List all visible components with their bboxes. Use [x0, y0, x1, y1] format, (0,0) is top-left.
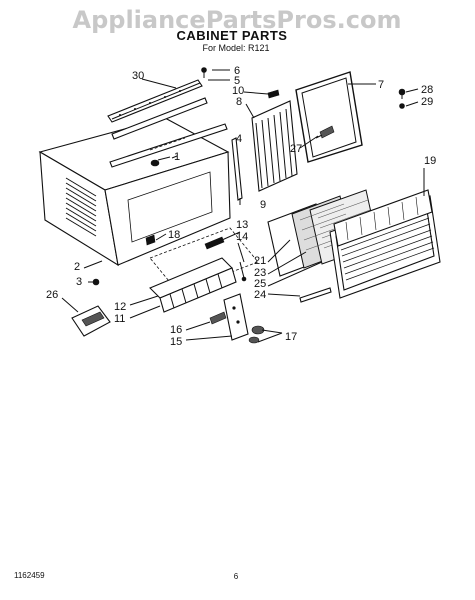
callout-24: 24 — [254, 289, 266, 301]
filter-bar — [299, 287, 332, 303]
callout-9: 9 — [260, 199, 266, 211]
leader-lines — [61, 69, 425, 343]
bracket — [267, 89, 280, 99]
callout-23: 23 — [254, 267, 266, 279]
screw-29 — [399, 103, 405, 109]
callout-27: 27 — [290, 143, 302, 155]
callout-16: 16 — [170, 324, 182, 336]
side-louvers — [65, 177, 97, 237]
page-number: 6 — [234, 572, 239, 581]
screw-28 — [398, 88, 406, 99]
callout-26: 26 — [46, 289, 58, 301]
front-grille — [329, 189, 441, 299]
callout-15: 15 — [170, 336, 182, 348]
side-seal — [231, 137, 243, 201]
clip — [145, 234, 156, 246]
callout-10: 10 — [232, 85, 244, 97]
diagram-title: CABINET PARTS — [177, 28, 288, 43]
callout-6: 6 — [234, 65, 240, 77]
callout-29: 29 — [421, 96, 433, 108]
callout-12: 12 — [114, 301, 126, 313]
callout-14: 14 — [236, 231, 248, 243]
mounting-bracket — [71, 305, 111, 337]
screw — [201, 67, 207, 78]
watermark: AppliancePartsPros.com — [73, 6, 402, 34]
callout-18: 18 — [168, 229, 180, 241]
document-number: 1162459 — [14, 571, 45, 580]
diagram-subtitle: For Model: R121 — [202, 43, 269, 53]
callout-30: 30 — [132, 70, 144, 82]
screw-3 — [92, 278, 100, 286]
callout-3: 3 — [76, 276, 82, 288]
callout-21: 21 — [254, 255, 266, 267]
cabinet-shell — [38, 117, 231, 267]
rail-strip — [109, 123, 228, 168]
callout-17: 17 — [285, 331, 297, 343]
base-pan — [149, 227, 259, 313]
callout-25: 25 — [254, 278, 266, 290]
callout-8: 8 — [236, 96, 242, 108]
side-frame — [295, 71, 363, 163]
callout-19: 19 — [424, 155, 436, 167]
seal-strip — [111, 97, 208, 140]
control-bracket — [209, 293, 265, 344]
insulation-panel — [251, 100, 298, 192]
callout-5: 5 — [234, 75, 240, 87]
small-part — [315, 125, 335, 139]
callout-7: 7 — [378, 79, 384, 91]
callout-28: 28 — [421, 84, 433, 96]
callout-11: 11 — [114, 313, 125, 325]
callout-1: 1 — [174, 151, 180, 163]
top-rail — [107, 79, 203, 123]
callout-13: 13 — [236, 219, 248, 231]
callout-4: 4 — [236, 133, 242, 145]
callout-2: 2 — [74, 261, 80, 273]
